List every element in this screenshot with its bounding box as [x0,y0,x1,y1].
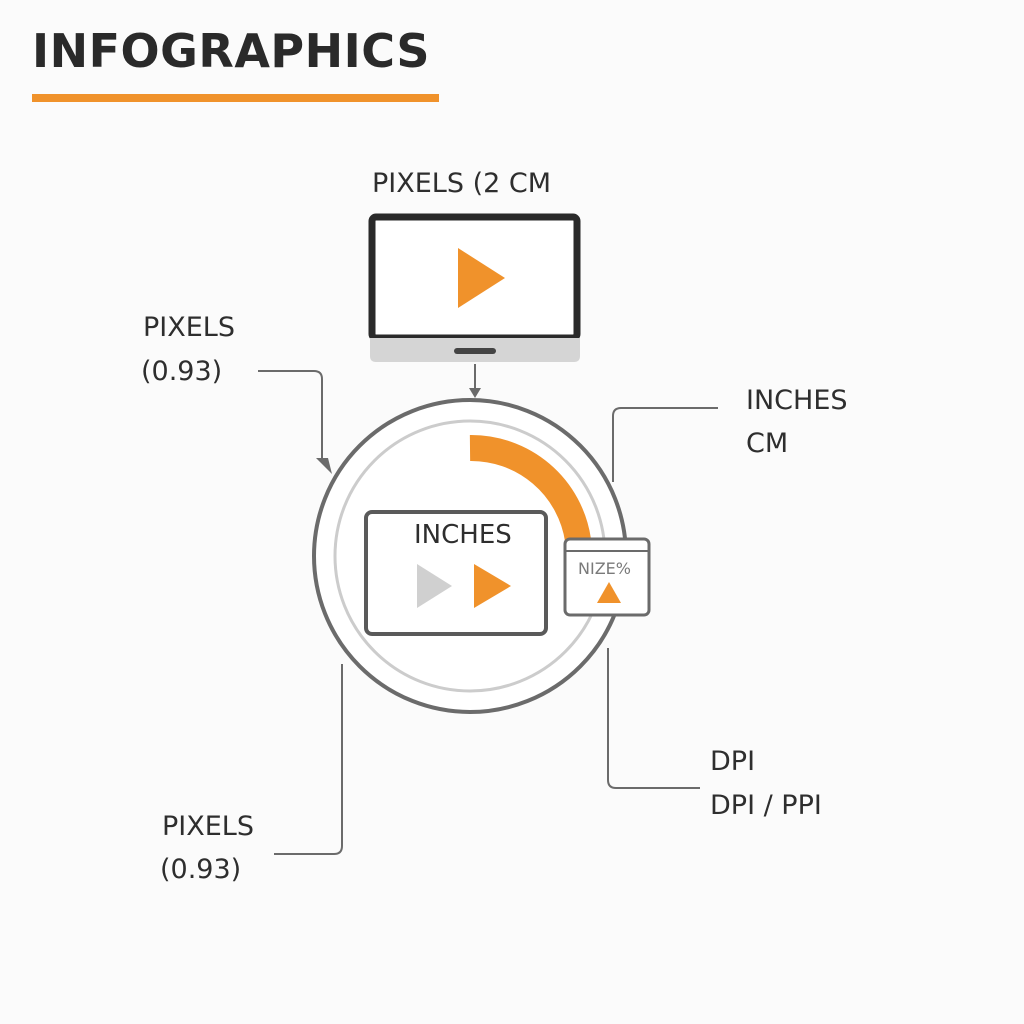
inner-screen-icon [364,510,548,636]
label-upper-left-2: (0.93) [141,356,222,387]
label-bottom-right-1: DPI [710,746,755,777]
label-upper-left-1: PIXELS [143,312,235,343]
connector-lower-left [274,664,343,855]
label-right-1: INCHES [746,385,848,416]
play-icon-grey [417,564,452,608]
connector-upper-left [258,370,332,474]
play-icon-orange [474,564,511,608]
connector-right [612,407,718,482]
label-badge: NIZE% [578,559,631,578]
label-lower-left-1: PIXELS [162,811,254,842]
triangle-icon [597,582,621,603]
page-title: INFOGRAPHICS [32,24,430,78]
arrow-monitor-to-circle [469,364,481,398]
label-inner-screen: INCHES [414,520,512,550]
label-bottom-right-2: DPI / PPI [710,790,822,821]
label-lower-left-2: (0.93) [160,854,241,885]
title-underline [32,94,439,102]
monitor-icon [368,213,581,362]
progress-arc [469,434,591,543]
label-right-2: CM [746,428,788,459]
play-icon [458,248,505,308]
connector-bottom-right [607,648,700,789]
label-top: PIXELS (2 CM [372,168,551,199]
size-badge [563,537,651,617]
